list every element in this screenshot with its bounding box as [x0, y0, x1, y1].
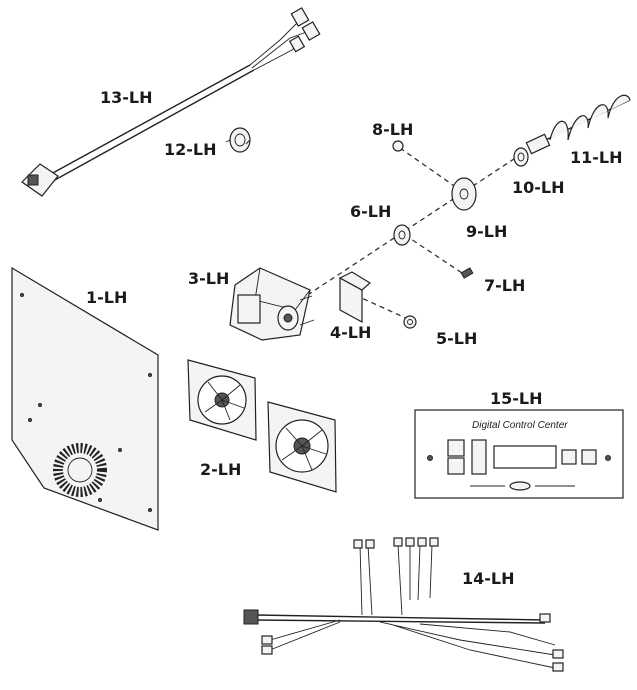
part-6-bushing: [393, 224, 411, 246]
assembly-axis: [299, 154, 521, 301]
label-5-lh: 5-LH: [436, 329, 477, 348]
label-10-lh: 10-LH: [512, 178, 565, 197]
assembly-axis-8: [399, 147, 461, 191]
part-7-set-screw: [460, 267, 474, 279]
control-panel-title: Digital Control Center: [472, 420, 568, 431]
label-2-lh: 2-LH: [200, 460, 241, 479]
part-1-side-panel: [11, 266, 159, 531]
part-4-bracket: [338, 271, 372, 324]
label-8-lh: 8-LH: [372, 120, 413, 139]
part-10-bushing: [513, 147, 529, 167]
part-11-auger: [525, 94, 631, 155]
part-15-control-panel: Digital Control Center: [414, 409, 624, 499]
part-5-nut: [403, 315, 417, 329]
label-13-lh: 13-LH: [100, 88, 153, 107]
label-1-lh: 1-LH: [86, 288, 127, 307]
label-3-lh: 3-LH: [188, 269, 229, 288]
part-2-fan-b: [267, 401, 337, 493]
label-7-lh: 7-LH: [484, 276, 525, 295]
label-4-lh: 4-LH: [330, 323, 371, 342]
part-12-bushing: [225, 127, 251, 153]
part-14-main-harness: [243, 537, 564, 672]
label-9-lh: 9-LH: [466, 222, 507, 241]
part-2-fan-a: [187, 359, 257, 441]
label-6-lh: 6-LH: [350, 202, 391, 221]
label-11-lh: 11-LH: [570, 148, 623, 167]
label-14-lh: 14-LH: [462, 569, 515, 588]
part-3-gear-motor: [229, 267, 315, 341]
assembly-axis-7: [404, 234, 466, 276]
part-8-screw: [392, 140, 404, 152]
label-15-lh: 15-LH: [490, 389, 543, 408]
label-12-lh: 12-LH: [164, 140, 217, 159]
part-13-wire-harness: [21, 7, 321, 197]
assembly-axis-5: [354, 294, 411, 321]
part-9-washer: [451, 177, 477, 211]
